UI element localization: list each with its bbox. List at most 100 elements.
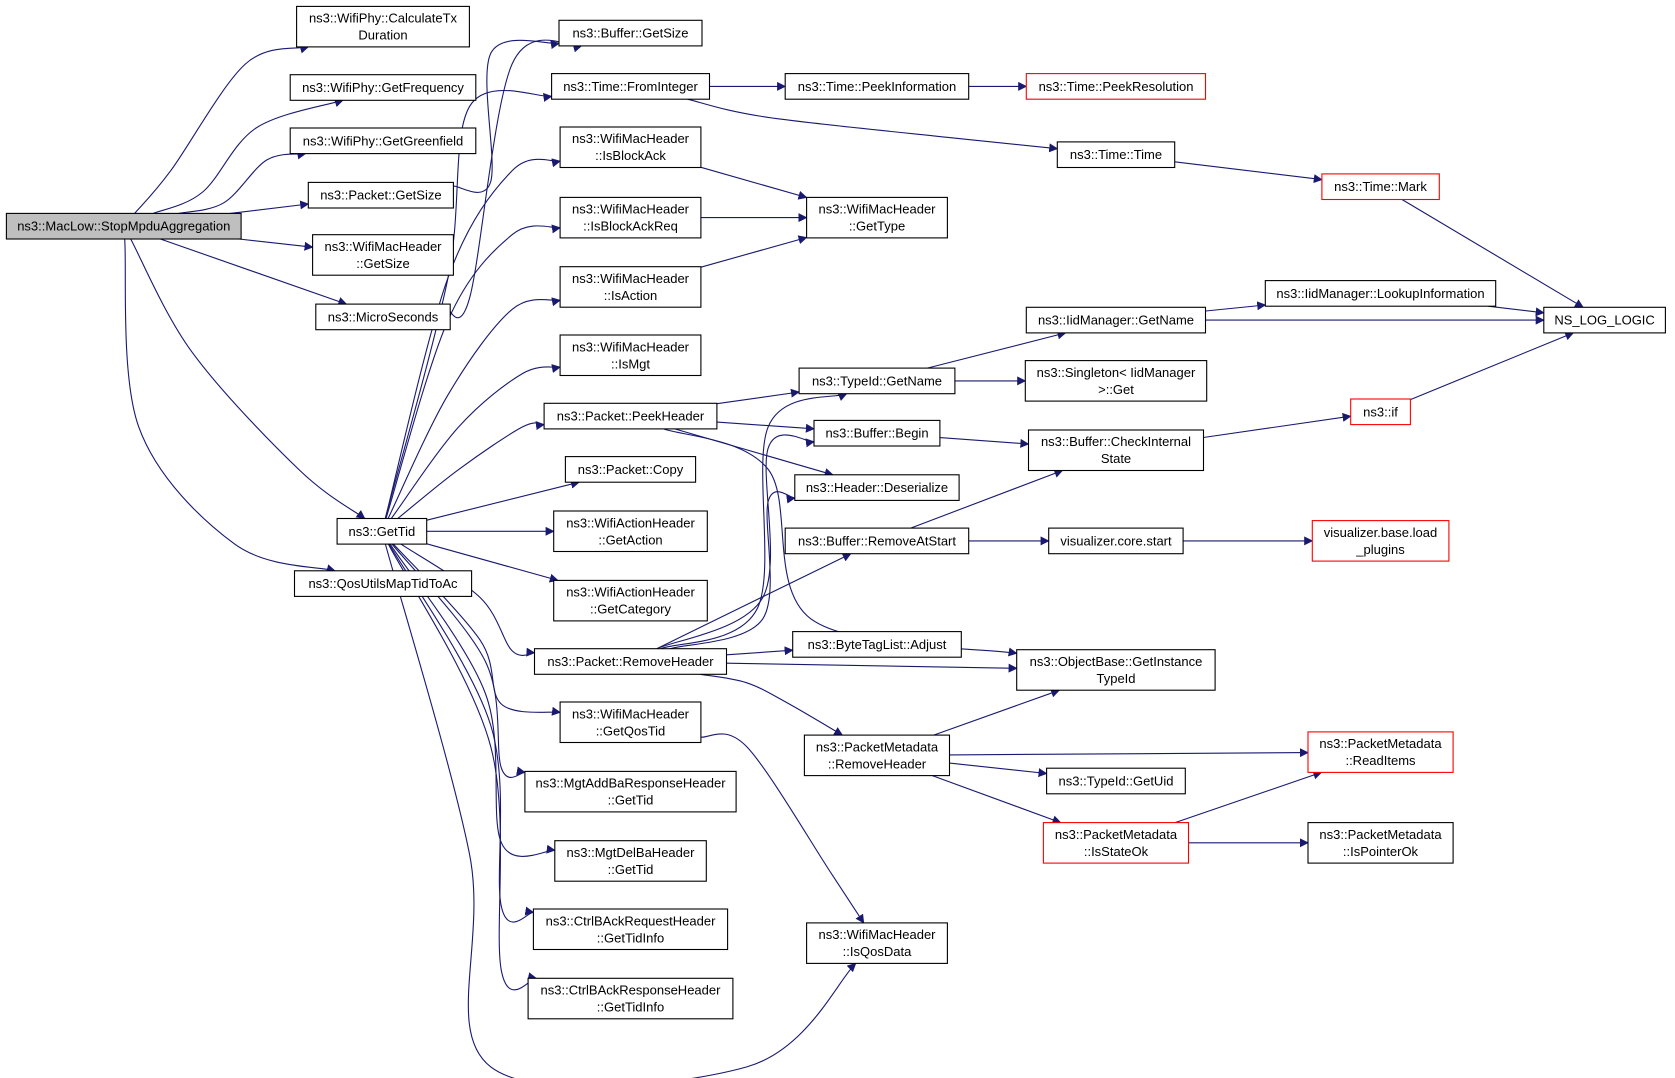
node-isqos[interactable]: ns3::WifiMacHeader::IsQosData: [806, 922, 948, 964]
node-label: ns3::GetTid: [349, 524, 416, 539]
node-btladj[interactable]: ns3::ByteTagList::Adjust: [792, 631, 962, 658]
node-mgtdel[interactable]: ns3::MgtDelBaHeader::GetTid: [554, 840, 707, 882]
node-timemk[interactable]: ns3::Time::Mark: [1321, 173, 1440, 201]
node-box: [1311, 520, 1450, 562]
node-copy[interactable]: ns3::Packet::Copy: [564, 456, 697, 483]
node-box: [1025, 306, 1207, 334]
node-label: ns3::PacketMetadata: [1319, 736, 1442, 751]
node-label: ::GetQosTid: [596, 723, 666, 738]
node-label: ns3::CtrlBAckRequestHeader: [546, 913, 716, 928]
node-label: visualizer.base.load: [1324, 525, 1437, 540]
node-bufrm[interactable]: ns3::Buffer::RemoveAtStart: [784, 527, 970, 555]
node-label: ns3::PacketMetadata: [816, 739, 939, 754]
node-bufsize[interactable]: ns3::Buffer::GetSize: [558, 19, 703, 47]
node-box: [293, 570, 473, 597]
edge-rmhdr-to-bufbeg: [656, 434, 815, 650]
node-gettype[interactable]: ns3::WifiMacHeader::GetType: [806, 196, 948, 239]
node-bufbeg[interactable]: ns3::Buffer::Begin: [813, 419, 941, 447]
node-label: ::IsAction: [604, 288, 657, 303]
node-ctrlres[interactable]: ns3::CtrlBAckResponseHeader::GetTidInfo: [527, 977, 734, 1020]
edge-rmhdr-to-objbase: [726, 662, 1018, 673]
node-gettid[interactable]: ns3::GetTid: [336, 517, 428, 545]
node-box: [798, 367, 956, 395]
node-box: [1307, 731, 1454, 773]
edge-rmhdr-to-bufrm: [656, 553, 852, 650]
node-box: [315, 303, 451, 331]
node-box: [806, 922, 948, 964]
node-label: ns3::if: [1363, 404, 1398, 419]
node-box: [312, 234, 454, 276]
node-label: ::GetTid: [608, 793, 654, 808]
node-box: [813, 419, 941, 447]
node-box: [307, 181, 454, 209]
node-rmhdr[interactable]: ns3::Packet::RemoveHeader: [533, 648, 728, 675]
node-getact[interactable]: ns3::WifiActionHeader::GetAction: [553, 510, 708, 553]
node-readit[interactable]: ns3::PacketMetadata::ReadItems: [1307, 731, 1454, 773]
node-hdrdes[interactable]: ns3::Header::Deserialize: [794, 474, 960, 501]
node-lookup[interactable]: ns3::IidManager::LookupInformation: [1264, 280, 1497, 307]
node-qosmap[interactable]: ns3::QosUtilsMapTidToAc: [293, 570, 473, 597]
node-label: ns3::WifiPhy::CalculateTx: [309, 11, 458, 26]
node-box: [1027, 429, 1205, 472]
node-label: ::GetTidInfo: [597, 930, 664, 945]
edge-pmrm-to-readit: [949, 748, 1309, 758]
node-peekinf[interactable]: ns3::Time::PeekInformation: [784, 73, 970, 100]
node-pktsize[interactable]: ns3::Packet::GetSize: [307, 181, 454, 209]
node-nsif[interactable]: ns3::if: [1350, 398, 1411, 426]
node-micro[interactable]: ns3::MicroSeconds: [315, 303, 451, 331]
node-box: [532, 908, 729, 951]
node-label: ns3::Time::PeekResolution: [1039, 79, 1194, 94]
node-getgf[interactable]: ns3::WifiPhy::GetGreenfield: [289, 127, 477, 155]
node-label: ns3::Packet::RemoveHeader: [547, 654, 714, 669]
edge-gettid-to-rmhdr: [400, 543, 536, 657]
node-label: visualizer.core.start: [1060, 533, 1172, 548]
node-iidname[interactable]: ns3::IidManager::GetName: [1025, 306, 1207, 334]
node-visbase[interactable]: visualizer.base.load_plugins: [1311, 520, 1450, 562]
node-whsize[interactable]: ns3::WifiMacHeader::GetSize: [312, 234, 454, 276]
node-ctrlreq[interactable]: ns3::CtrlBAckRequestHeader::GetTidInfo: [532, 908, 729, 951]
node-nslog[interactable]: NS_LOG_LOGIC: [1543, 306, 1666, 334]
edge-micro-to-bufsize: [443, 39, 583, 319]
edge-isstate-to-readit: [1174, 770, 1323, 824]
node-peekres[interactable]: ns3::Time::PeekResolution: [1025, 73, 1207, 100]
node-box: [1016, 649, 1216, 691]
node-isact[interactable]: ns3::WifiMacHeader::IsAction: [559, 266, 702, 308]
node-box: [5, 212, 242, 240]
node-label: ns3::PacketMetadata: [1319, 827, 1442, 842]
node-box: [558, 19, 703, 47]
node-timet[interactable]: ns3::Time::Time: [1056, 141, 1176, 169]
node-tidname[interactable]: ns3::TypeId::GetName: [798, 367, 956, 395]
edge-gettid-to-peekhdr: [397, 421, 545, 519]
node-getcat[interactable]: ns3::WifiActionHeader::GetCategory: [553, 579, 708, 622]
node-isback[interactable]: ns3::WifiMacHeader::IsBlockAck: [559, 126, 702, 169]
node-peekhdr[interactable]: ns3::Packet::PeekHeader: [543, 402, 718, 430]
node-isptr[interactable]: ns3::PacketMetadata::IsPointerOk: [1307, 822, 1454, 864]
node-fromint[interactable]: ns3::Time::FromInteger: [551, 73, 711, 100]
node-box: [559, 334, 702, 377]
edge-gettid-to-copy: [426, 479, 580, 521]
node-stop[interactable]: ns3::MacLow::StopMpduAggregation: [5, 212, 242, 240]
node-box: [559, 196, 702, 239]
edge-gettid-to-ctrlreq: [388, 543, 535, 923]
node-box: [336, 517, 428, 545]
node-ismgt[interactable]: ns3::WifiMacHeader::IsMgt: [559, 334, 702, 377]
node-box: [784, 527, 970, 555]
node-label: ns3::Time::FromInteger: [563, 79, 698, 94]
edge-gettid-to-getcat: [426, 543, 559, 583]
node-pmrm[interactable]: ns3::PacketMetadata::RemoveHeader: [803, 734, 951, 777]
node-isbreq[interactable]: ns3::WifiMacHeader::IsBlockAckReq: [559, 196, 702, 239]
node-getqos[interactable]: ns3::WifiMacHeader::GetQosTid: [559, 701, 702, 744]
node-label: ns3::WifiMacHeader: [572, 202, 690, 217]
node-box: [543, 402, 718, 430]
node-mgtadd[interactable]: ns3::MgtAddBaResponseHeader::GetTid: [524, 770, 737, 813]
node-getfreq[interactable]: ns3::WifiPhy::GetFrequency: [289, 74, 477, 101]
node-isstate[interactable]: ns3::PacketMetadata::IsStateOk: [1042, 822, 1190, 864]
node-single[interactable]: ns3::Singleton< IidManager>::Get: [1024, 360, 1208, 402]
edge-getqos-to-isqos: [700, 733, 865, 924]
node-getuid[interactable]: ns3::TypeId::GetUid: [1046, 767, 1186, 795]
node-label: ns3::Time::Mark: [1334, 179, 1427, 194]
node-viscore[interactable]: visualizer.core.start: [1048, 527, 1184, 555]
